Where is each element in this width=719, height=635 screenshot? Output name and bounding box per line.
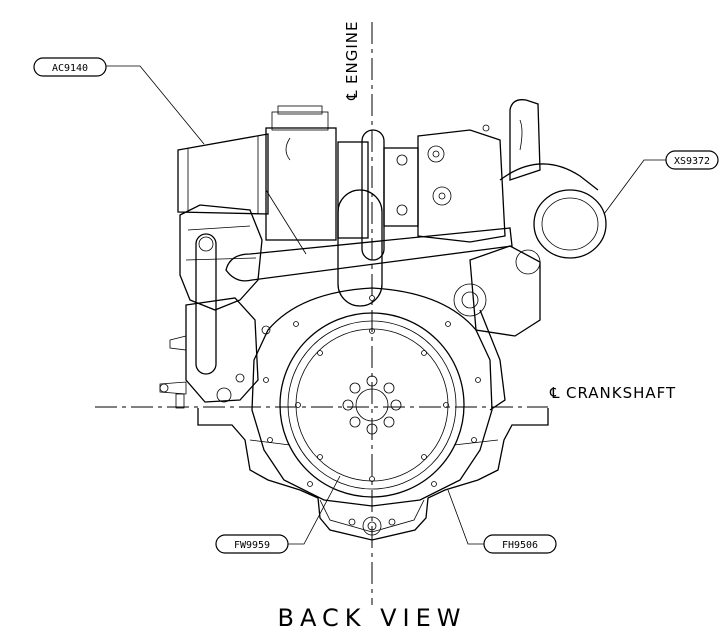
air-cleaner xyxy=(177,105,337,255)
leader-lines xyxy=(106,65,666,545)
flywheel xyxy=(279,312,465,498)
centerline-symbol: ℄ xyxy=(343,89,361,101)
flywheel-housing xyxy=(251,287,493,507)
callout-label: XS9372 xyxy=(674,156,710,167)
callout-fw9959[interactable]: FW9959 xyxy=(215,534,289,554)
view-title: BACK VIEW xyxy=(278,604,467,632)
engine-label: ENGINE xyxy=(343,21,361,84)
callout-label: FW9959 xyxy=(234,540,270,551)
callout-ac9140[interactable]: AC9140 xyxy=(33,57,107,77)
callout-label: FH9506 xyxy=(502,540,538,551)
engine-block xyxy=(197,408,549,541)
crankshaft-centerline-symbol: ℄ xyxy=(549,384,561,402)
callout-fh9506[interactable]: FH9506 xyxy=(483,534,557,554)
crankshaft-label: CRANKSHAFT xyxy=(566,384,676,402)
left-accessories xyxy=(159,204,271,409)
turbocharger xyxy=(225,99,607,411)
callout-label: AC9140 xyxy=(52,63,88,74)
engine-centerline-label: ℄ ENGINE xyxy=(343,21,361,101)
callout-xs9372[interactable]: XS9372 xyxy=(665,150,719,170)
